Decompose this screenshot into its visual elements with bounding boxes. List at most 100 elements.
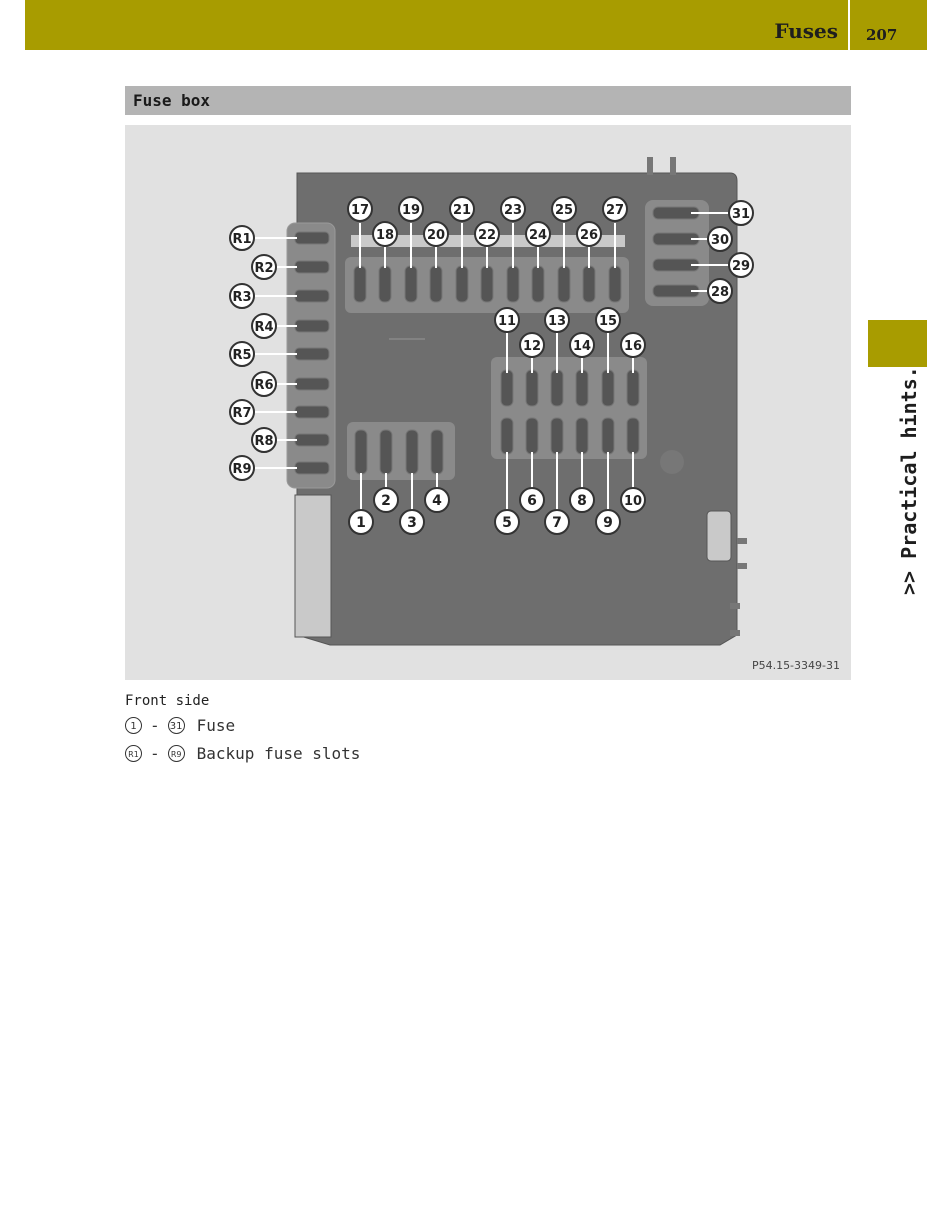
callout-circle xyxy=(229,283,255,309)
callout-circle xyxy=(494,509,520,535)
legend-start-badge: R1 xyxy=(125,745,142,762)
legend-description: Fuse xyxy=(196,716,236,735)
callout-badge: 3 xyxy=(399,509,425,535)
callout-badge: 10 xyxy=(620,487,646,513)
callout-circle xyxy=(525,221,551,247)
callout-circle xyxy=(347,196,373,222)
mounting-hole xyxy=(660,450,684,474)
callout-circle xyxy=(519,332,545,358)
callout-circle xyxy=(569,487,595,513)
callout-badge: 31 xyxy=(728,200,754,226)
fuse-slot xyxy=(557,265,571,303)
section-header: Fuse box xyxy=(125,86,851,115)
fuse-slot xyxy=(575,369,589,407)
fuse-slot xyxy=(531,265,545,303)
callout-label: 15 xyxy=(599,314,617,329)
callout-circle xyxy=(229,455,255,481)
callout-circle xyxy=(494,307,520,333)
fuse-slot xyxy=(575,417,589,455)
callout-circle xyxy=(602,196,628,222)
callout-circle xyxy=(620,332,646,358)
callout-circle xyxy=(424,487,450,513)
header-bar xyxy=(25,0,927,50)
callout-circle xyxy=(229,341,255,367)
backup-slot xyxy=(294,289,330,303)
callout-circle xyxy=(251,313,277,339)
fuse-slot xyxy=(601,369,615,407)
callout-circle xyxy=(728,200,754,226)
callout-label: 30 xyxy=(711,233,729,248)
connector-pin xyxy=(647,157,653,175)
fuse-slot xyxy=(608,265,622,303)
fuse-slot xyxy=(582,265,596,303)
callout-label: 22 xyxy=(478,228,496,243)
callout-badge: 5 xyxy=(494,509,520,535)
callout-circle xyxy=(500,196,526,222)
callout-circle xyxy=(399,509,425,535)
callout-label: 16 xyxy=(624,339,642,354)
callout-label: 10 xyxy=(624,494,642,509)
callout-label: 18 xyxy=(376,228,394,243)
callout-badge: 12 xyxy=(519,332,545,358)
callout-badge: 4 xyxy=(424,487,450,513)
header-separator xyxy=(848,0,850,50)
callout-badge: 14 xyxy=(569,332,595,358)
callout-circle xyxy=(551,196,577,222)
fuse-slot xyxy=(480,265,494,303)
callout-circle xyxy=(544,307,570,333)
callout-label: 11 xyxy=(498,314,516,329)
side-pin xyxy=(730,630,740,636)
callout-circle xyxy=(348,509,374,535)
callout-label: R2 xyxy=(254,261,273,276)
callout-badge: 19 xyxy=(398,196,424,222)
backup-slot xyxy=(294,260,330,274)
side-tab-label: >> Practical hints. xyxy=(897,366,921,595)
callout-label: 4 xyxy=(432,493,442,509)
fuse-slot xyxy=(500,417,514,455)
legend-end-badge: 31 xyxy=(167,717,185,734)
callout-badge: R3 xyxy=(229,283,255,309)
backup-slot xyxy=(294,405,330,419)
callout-circle xyxy=(398,196,424,222)
callout-badge: R6 xyxy=(251,371,277,397)
callout-label: 14 xyxy=(573,339,591,354)
callout-circle xyxy=(595,307,621,333)
callout-badge: R2 xyxy=(251,254,277,280)
callout-badge: 8 xyxy=(569,487,595,513)
fuse-slot xyxy=(500,369,514,407)
callout-label: 3 xyxy=(407,515,417,531)
callout-label: R5 xyxy=(232,348,251,363)
callout-badge: 29 xyxy=(728,252,754,278)
fuse-slot xyxy=(429,265,443,303)
callout-label: 1 xyxy=(356,515,366,531)
fuse-slot xyxy=(525,369,539,407)
legend-end-badge: R9 xyxy=(167,745,185,762)
callout-badge: 23 xyxy=(500,196,526,222)
callout-circle xyxy=(707,278,733,304)
side-pin xyxy=(737,538,747,544)
callout-circle xyxy=(251,371,277,397)
legend-row-backup: R1 - R9 Backup fuse slots xyxy=(125,744,360,763)
legend-description: Backup fuse slots xyxy=(196,744,361,763)
backup-slot xyxy=(294,319,330,333)
backup-slot xyxy=(294,231,330,245)
fuse-slot xyxy=(550,417,564,455)
middle-fuse-block xyxy=(491,357,647,459)
callout-badge: 17 xyxy=(347,196,373,222)
fuse-slot xyxy=(455,265,469,303)
callout-circle xyxy=(251,254,277,280)
side-tab xyxy=(868,320,927,367)
callout-circle xyxy=(519,487,545,513)
callout-label: 12 xyxy=(523,339,541,354)
callout-label: 26 xyxy=(580,228,598,243)
callout-badge: 24 xyxy=(525,221,551,247)
callout-badge: 6 xyxy=(519,487,545,513)
legend-separator: - xyxy=(150,716,160,735)
callout-label: 25 xyxy=(555,203,573,218)
fuse-slot xyxy=(378,265,392,303)
fuse-slot xyxy=(525,417,539,455)
callout-circle xyxy=(449,196,475,222)
callout-badge: 1 xyxy=(348,509,374,535)
header-title: Fuses xyxy=(774,19,838,43)
